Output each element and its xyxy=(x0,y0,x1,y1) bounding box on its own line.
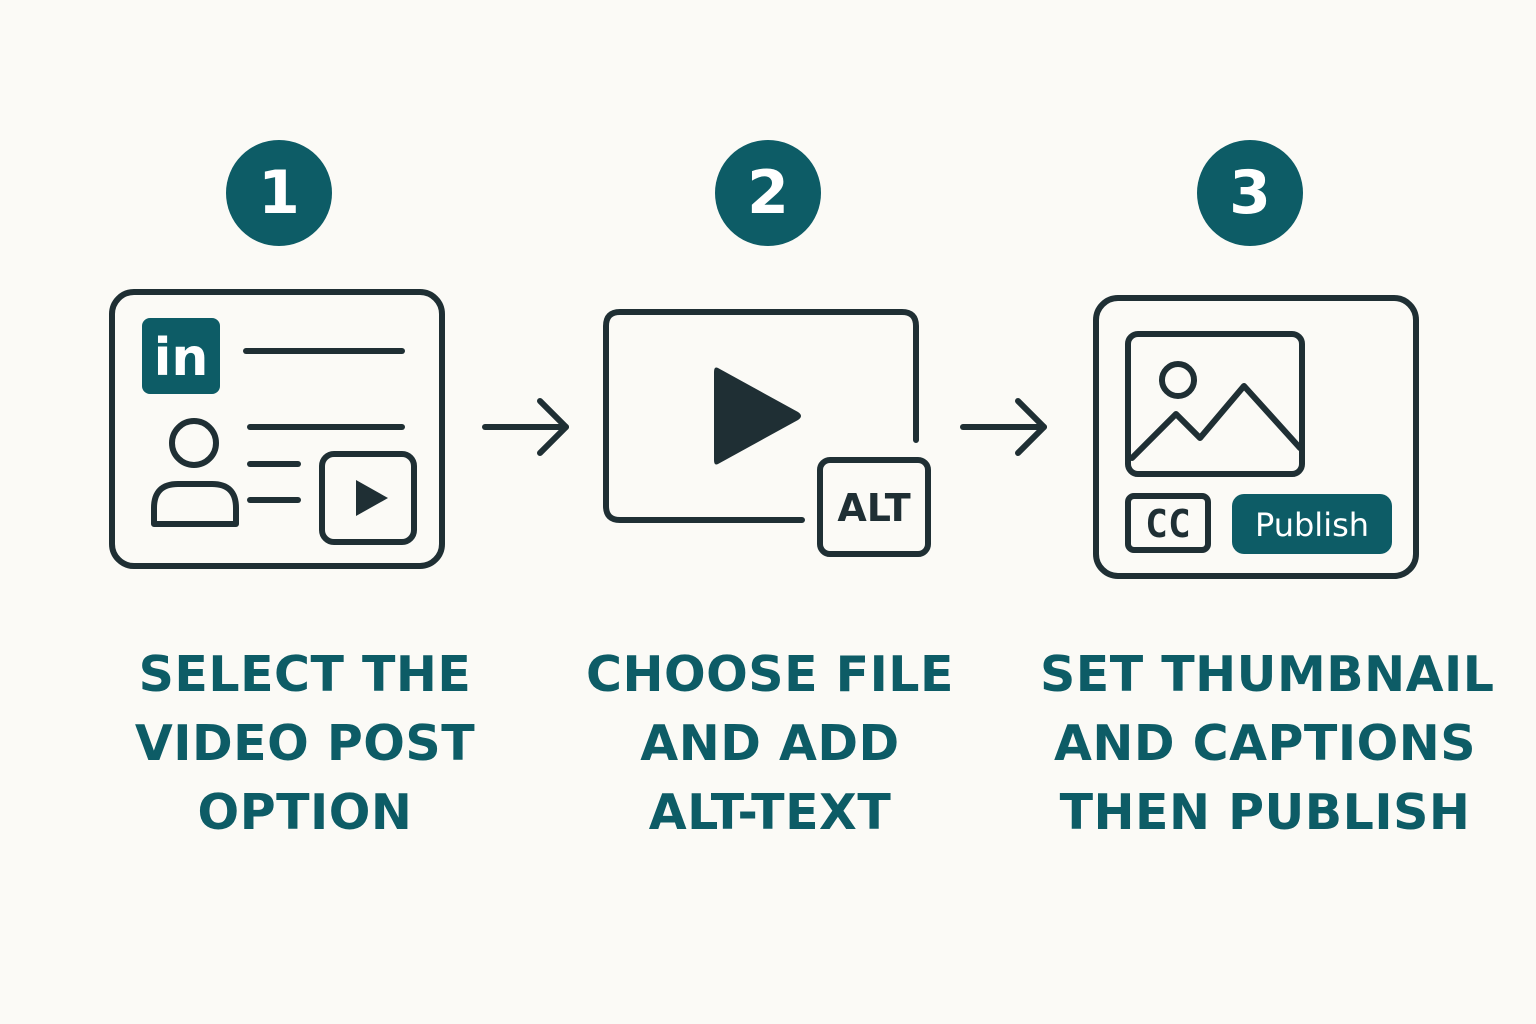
sun-icon xyxy=(1159,361,1197,399)
caption-line: ALT-TEXT xyxy=(648,784,892,841)
closed-captions-badge xyxy=(1125,493,1211,553)
closed-captions-text: CC xyxy=(1145,502,1191,546)
image-thumbnail-icon xyxy=(1125,331,1305,477)
video-player-frame xyxy=(603,309,919,523)
caption-line: CHOOSE FILE xyxy=(586,646,954,703)
video-file-alt-text-icon: ALT xyxy=(603,309,931,557)
play-icon xyxy=(714,367,801,465)
arrow-right-icon xyxy=(960,398,1047,456)
caption-line: SET THUMBNAIL xyxy=(1040,646,1495,703)
step-3-caption: SET THUMBNAIL AND CAPTIONS THEN PUBLISH xyxy=(1040,640,1495,847)
thumbnail-captions-publish-icon: CC Publish xyxy=(1093,295,1419,579)
mountain-icon xyxy=(1129,383,1303,461)
avatar-head-icon xyxy=(169,418,219,468)
caption-line: SELECT THE xyxy=(138,646,472,703)
video-thumbnail-frame xyxy=(319,451,417,545)
post-card-frame xyxy=(109,289,445,569)
step-2-number-badge: 2 xyxy=(715,140,821,246)
linkedin-logo-icon xyxy=(142,318,220,394)
caption-line: VIDEO POST xyxy=(134,715,476,772)
step-1-number-badge: 1 xyxy=(226,140,332,246)
publish-button-label: Publish xyxy=(1255,506,1369,544)
play-icon xyxy=(356,480,388,516)
caption-line: OPTION xyxy=(197,784,413,841)
caption-line: THEN PUBLISH xyxy=(1059,784,1471,841)
publish-button xyxy=(1232,494,1392,554)
caption-line: AND CAPTIONS xyxy=(1053,715,1477,772)
step-1-caption: SELECT THE VIDEO POST OPTION xyxy=(110,640,500,847)
step-2-caption: CHOOSE FILE AND ADD ALT-TEXT xyxy=(575,640,965,847)
arrow-right-icon xyxy=(482,398,569,456)
publish-card-frame xyxy=(1093,295,1419,579)
linkedin-logo-text: in xyxy=(154,328,209,388)
alt-badge-frame xyxy=(817,457,931,557)
alt-badge-text: ALT xyxy=(837,486,910,530)
step-3-number-badge: 3 xyxy=(1197,140,1303,246)
linkedin-video-post-icon: in xyxy=(109,289,445,569)
caption-line: AND ADD xyxy=(640,715,900,772)
avatar-body-icon xyxy=(151,481,239,527)
